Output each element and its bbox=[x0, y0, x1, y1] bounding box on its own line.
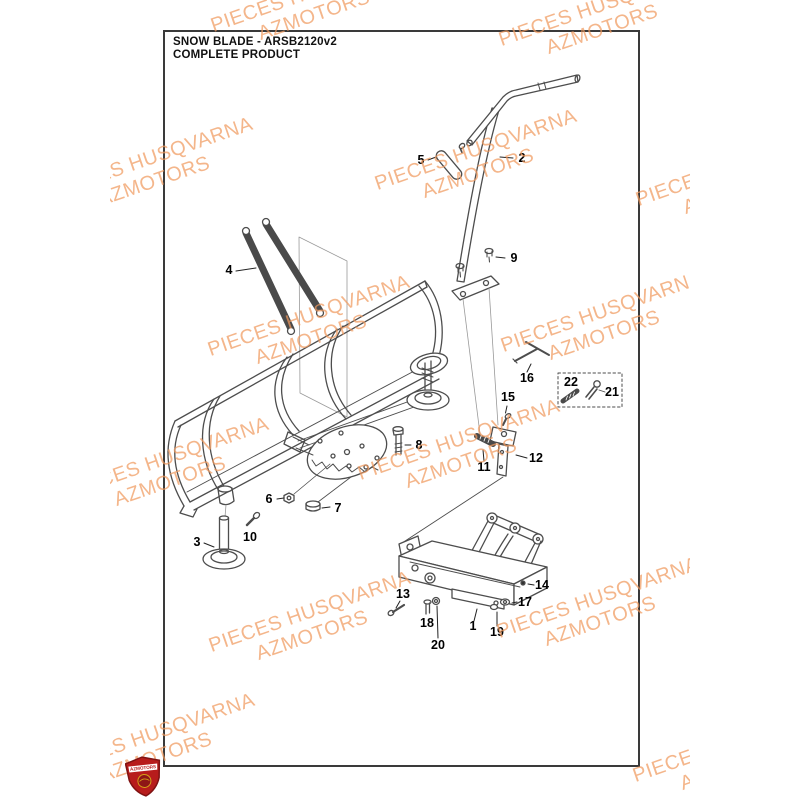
handle-assembly bbox=[435, 74, 581, 283]
nut-7 bbox=[305, 476, 352, 512]
part-label-11: 11 bbox=[477, 460, 490, 474]
logo-emblem bbox=[137, 773, 152, 788]
swivel-and-right-skid bbox=[406, 352, 450, 411]
part-label-17: 17 bbox=[518, 595, 532, 609]
left-skid bbox=[202, 485, 261, 570]
leader-lines bbox=[203, 156, 535, 639]
part-label-8: 8 bbox=[416, 438, 423, 452]
part-label-9: 9 bbox=[511, 251, 518, 265]
part-label-3: 3 bbox=[194, 535, 201, 549]
page-border bbox=[163, 30, 640, 767]
snow-blade-moldboard bbox=[167, 280, 443, 518]
part-label-14: 14 bbox=[535, 578, 549, 592]
part-label-22: 22 bbox=[564, 375, 578, 389]
pivot-bracket bbox=[398, 412, 517, 546]
part-label-4: 4 bbox=[226, 263, 233, 277]
part-label-7: 7 bbox=[335, 501, 342, 515]
sector-plate bbox=[292, 424, 388, 480]
azmotors-logo: AZMOTORS bbox=[125, 756, 161, 797]
projection-plane bbox=[298, 236, 348, 418]
frame-fasteners bbox=[387, 596, 511, 617]
part-label-19: 19 bbox=[490, 625, 504, 639]
page-title: SNOW BLADE - ARSB2120v2 bbox=[173, 36, 337, 48]
part-label-2: 2 bbox=[519, 151, 526, 165]
nut-6 bbox=[283, 463, 331, 504]
tension-straps bbox=[241, 217, 325, 336]
part-label-6: 6 bbox=[266, 492, 273, 506]
part-label-18: 18 bbox=[420, 616, 434, 630]
part-label-15: 15 bbox=[501, 390, 515, 404]
handle-mount-plate bbox=[451, 247, 500, 435]
part-label-16: 16 bbox=[520, 371, 534, 385]
part-label-20: 20 bbox=[431, 638, 445, 652]
accessory-box bbox=[557, 372, 623, 408]
part-label-10: 10 bbox=[243, 530, 257, 544]
logo-text: AZMOTORS bbox=[130, 764, 157, 772]
part-label-12: 12 bbox=[529, 451, 543, 465]
part-label-21: 21 bbox=[605, 385, 619, 399]
t-handle-tool bbox=[512, 341, 550, 364]
mount-frame bbox=[398, 512, 548, 610]
bolt-8 bbox=[392, 426, 404, 456]
part-label-5: 5 bbox=[418, 153, 425, 167]
page-subtitle: COMPLETE PRODUCT bbox=[173, 49, 301, 61]
part-label-1: 1 bbox=[470, 619, 477, 633]
logo-banner bbox=[128, 763, 158, 773]
title-block: SNOW BLADE - ARSB2120v2 COMPLETE PRODUCT bbox=[173, 36, 337, 62]
part-label-13: 13 bbox=[396, 587, 410, 601]
